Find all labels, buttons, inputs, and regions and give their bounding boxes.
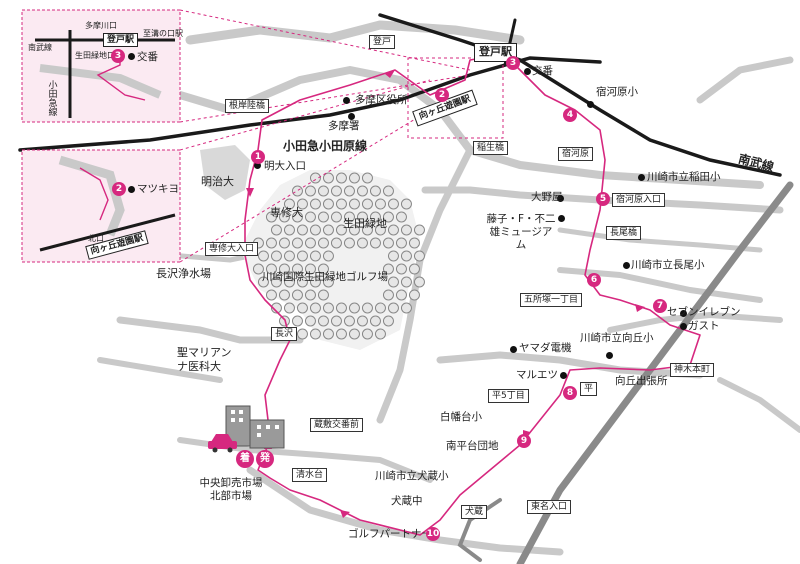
label-meiji: 明治大 [201,175,234,188]
marker-meidai [254,162,261,169]
inset1-shop: 生田緑地口 [75,51,115,60]
inset1-station: 登戸駅 [103,33,139,48]
odakyu-line-label: 小田急小田原線 [283,139,368,153]
marker-tamasho [348,113,355,120]
label-shirahata-sho: 白幡台小 [440,411,482,423]
intersection-negishi: 根岸陸橋 [225,99,270,114]
inset1-rail-left: 南武線 [28,43,52,52]
meiji-campus-block [200,145,250,200]
label-onoya: 大野屋 [531,191,563,203]
route-number-1: 1 [251,150,265,164]
route-number-8: 8 [563,386,577,400]
marker-inada-sho [638,174,645,181]
route-number-9: 9 [517,434,531,448]
route-number-6: 6 [587,273,601,287]
intersection-inukura: 犬蔵 [461,505,488,520]
intersection-nagaobashi: 長尾橋 [606,226,642,241]
marker-shucchojo [606,352,613,359]
label-shukugawara-sho: 宿河原小 [596,86,638,98]
inset1-right-label: 至溝の口駅 [143,29,183,38]
marker-maruetsu [560,372,567,379]
label-meidai: 明大入口 [264,160,306,172]
route-number-3: 3 [506,56,520,70]
inset1-top-label: 多摩川口 [85,21,117,30]
marker-yamada [510,346,517,353]
car-icon [208,434,237,453]
zoom-area-mark [407,57,504,139]
label-tamaku: 多摩区役所 [355,94,408,106]
marker-koban [524,68,531,75]
label-mukaigaoka-sho: 川崎市立向丘小 [580,332,654,344]
marker-seven [680,310,687,317]
label-koban: 交番 [532,65,553,77]
label-golfpartner: ゴルフパートナー [348,528,432,540]
label-ikuta-ryokuchi: 生田緑地 [343,217,387,230]
label-inukura-chu: 犬蔵中 [391,495,423,507]
inset1-koban-marker [128,53,135,60]
label-gusto: ガスト [688,320,720,332]
marker-onoya [557,195,564,202]
route-number-2: 2 [435,88,449,102]
inset1-rail-vertical: 小田急線 [46,80,57,116]
intersection-goshozuka: 五所塚一丁目 [520,293,583,308]
intersection-shimizudai: 清水台 [292,468,328,483]
label-tamasho: 多摩署 [328,120,360,132]
inset2-route-number: 2 [112,182,126,196]
label-nagasawa-johsui: 長沢浄水場 [156,267,211,280]
label-golf-course: 川崎国際生田緑地ゴルフ場 [262,271,388,283]
golf-course-trees [240,170,425,350]
marker-nagao-sho [623,262,630,269]
inset2-shop-marker [128,186,135,193]
intersection-shimboku: 神木本町 [670,363,715,378]
intersection-shukugawara: 宿河原 [558,147,594,162]
intersection-taira5: 平5丁目 [488,389,529,404]
intersection-senshu: 専修大入口 [205,242,259,257]
intersection-noborito: 登戸 [369,35,396,50]
intersection-taira: 平 [580,382,598,397]
label-fujiko-museum: 藤子・F・不二雄ミュージアム [486,213,556,252]
intersection-inao: 稲生橋 [473,141,509,156]
marker-shukugawara-sho [587,101,594,108]
goal-marker: 着 [236,450,254,468]
label-nagao-sho: 川崎市立長尾小 [631,259,705,271]
marker-tamaku [343,97,350,104]
course-route [244,54,701,536]
label-maruetsu: マルエツ [516,369,558,381]
label-marianna: 聖マリアンナ医科大 [177,346,232,373]
intersection-shukugawara-iriguchi: 宿河原入口 [612,193,666,208]
inset2-exit: 北口 [88,234,104,243]
label-inada-sho: 川崎市立稲田小 [647,171,721,183]
route-number-5: 5 [596,192,610,206]
inset1-koban: 交番 [137,51,158,63]
label-senshu: 専修大 [270,206,303,219]
label-minamihiradai: 南平台団地 [446,440,499,452]
label-market: 中央卸売市場北部市場 [199,477,263,503]
intersection-tomei: 東名入口 [527,500,572,515]
route-number-10: 10 [426,527,440,541]
inset-2-frame [21,79,431,263]
noborito-station: 登戸駅 [474,43,517,62]
inset2-shop: マツキヨ [137,183,179,195]
inset-1-frame [21,9,471,123]
label-yamada: ヤマダ電機 [519,342,572,354]
intersection-zoshiki: 蔵敷交番前 [310,418,364,433]
start-marker: 発 [256,450,274,468]
marker-gusto [680,323,687,330]
label-shucchojo: 向丘出張所 [615,375,668,387]
label-inukura-sho: 川崎市立犬蔵小 [375,470,449,482]
inset1-route-number: 3 [111,49,125,63]
route-number-4: 4 [563,108,577,122]
intersection-nagasawa: 長沢 [271,327,298,342]
label-seven: セブンイレブン [667,306,741,318]
marker-fujiko [558,215,565,222]
route-number-7: 7 [653,299,667,313]
